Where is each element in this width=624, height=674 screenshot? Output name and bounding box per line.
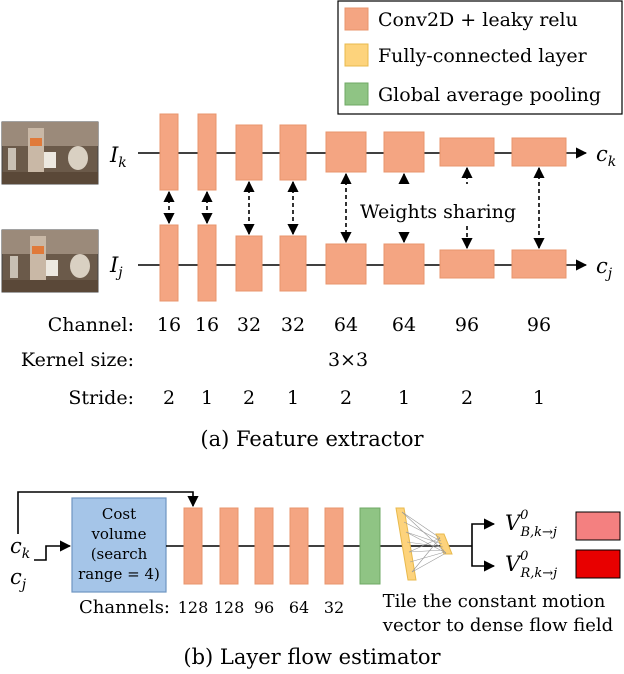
- bottom-conv-1: [159, 224, 179, 302]
- top-conv-2: [197, 113, 217, 191]
- bottom-conv-7: [439, 249, 495, 279]
- top-conv-8: [511, 137, 567, 167]
- cost-volume-box: [71, 497, 167, 593]
- bottom-conv-8: [511, 249, 567, 279]
- input-label-k: Ik: [109, 143, 127, 171]
- flow-input-label-k: ck: [10, 534, 30, 562]
- kernel-size-label: Kernel size:: [21, 349, 134, 371]
- legend: Conv2D + leaky relu Fully-connected laye…: [337, 0, 623, 115]
- flow-channel-value-5: 32: [324, 598, 344, 617]
- stride-label: Stride:: [68, 387, 134, 409]
- flow-field-r-swatch: [575, 549, 621, 579]
- kernel-size-value: 3×3: [328, 349, 368, 371]
- legend-fc-label: Fully-connected layer: [378, 45, 588, 67]
- legend-fc-swatch: [344, 43, 369, 67]
- cost-volume-text-3: (search: [91, 545, 148, 563]
- top-conv-4: [279, 124, 307, 181]
- weights-sharing-label-bg: [356, 196, 520, 226]
- cost-volume-text-2: volume: [90, 525, 146, 543]
- legend-gap-swatch: [344, 82, 369, 106]
- stride-value-6: 1: [398, 387, 410, 409]
- channel-label: Channel:: [48, 314, 134, 336]
- top-conv-6: [383, 131, 425, 173]
- legend-box: [337, 0, 623, 115]
- flow-output-arrow-r: [471, 546, 496, 572]
- channel-value-2: 16: [195, 314, 219, 336]
- flow-field-b-swatch: [575, 511, 621, 541]
- cost-volume-input-arrow: [34, 540, 72, 561]
- channel-value-4: 32: [281, 314, 305, 336]
- input-image-j: [1, 229, 99, 293]
- flow-channel-value-4: 64: [289, 598, 309, 617]
- cost-volume-text-4: range = 4): [78, 565, 160, 583]
- stride-value-5: 2: [340, 387, 352, 409]
- flow-conv-1: [183, 507, 203, 585]
- flow-input-label-j: cj: [10, 565, 27, 593]
- input-image-k: [1, 121, 99, 185]
- bottom-conv-3: [235, 235, 263, 292]
- bottom-conv-6: [383, 243, 425, 285]
- channel-value-5: 64: [334, 314, 358, 336]
- flow-conv-4: [289, 507, 309, 585]
- flow-conv-2: [219, 507, 239, 585]
- output-label-k: ck: [596, 142, 616, 170]
- top-conv-3: [235, 124, 263, 181]
- fc-connections: [401, 511, 447, 573]
- stride-value-7: 2: [461, 387, 473, 409]
- bottom-conv-2: [197, 224, 217, 302]
- layer-flow-estimator: ck cj Cost volume (search range = 4): [10, 491, 621, 669]
- flow-channel-value-1: 128: [178, 598, 209, 617]
- legend-conv-label: Conv2D + leaky relu: [378, 9, 578, 31]
- stride-value-3: 2: [243, 387, 255, 409]
- stride-value-2: 1: [201, 387, 213, 409]
- legend-gap-label: Global average pooling: [378, 84, 601, 106]
- output-label-j: cj: [596, 254, 613, 282]
- caption-feature-extractor: (a) Feature extractor: [200, 427, 424, 451]
- top-conv-7: [439, 137, 495, 167]
- channel-value-7: 96: [455, 314, 479, 336]
- flow-channels-label: Channels:: [79, 597, 170, 618]
- stride-value-1: 2: [163, 387, 175, 409]
- skip-connection-arrow: [17, 491, 199, 534]
- tile-note-line-1: Tile the constant motion: [383, 591, 606, 612]
- flow-fc-layer-1: [395, 507, 417, 581]
- channel-value-3: 32: [237, 314, 261, 336]
- cost-volume-text-1: Cost: [102, 505, 136, 523]
- feature-extractor: Ik Ij ck cj: [1, 113, 616, 451]
- flow-conv-5: [324, 507, 344, 585]
- flow-channel-value-2: 128: [214, 598, 245, 617]
- stride-value-8: 1: [533, 387, 545, 409]
- weights-sharing-label: Weights sharing: [360, 201, 516, 223]
- flow-global-average-pooling: [359, 507, 381, 585]
- top-conv-1: [159, 113, 179, 191]
- flow-fc-layer-2: [435, 533, 453, 555]
- flow-conv-3: [254, 507, 274, 585]
- flow-channel-value-3: 96: [254, 598, 274, 617]
- legend-conv-swatch: [344, 7, 369, 31]
- channel-value-6: 64: [392, 314, 416, 336]
- channel-value-8: 96: [527, 314, 551, 336]
- stride-value-4: 1: [287, 387, 299, 409]
- flow-output-arrow-b: [471, 518, 496, 546]
- input-label-j: Ij: [109, 253, 123, 281]
- caption-layer-flow-estimator: (b) Layer flow estimator: [183, 645, 441, 669]
- tile-note-line-2: vector to dense flow field: [382, 615, 613, 636]
- channel-value-1: 16: [157, 314, 181, 336]
- bottom-conv-4: [279, 235, 307, 292]
- bottom-conv-5: [325, 243, 367, 285]
- top-conv-5: [325, 131, 367, 173]
